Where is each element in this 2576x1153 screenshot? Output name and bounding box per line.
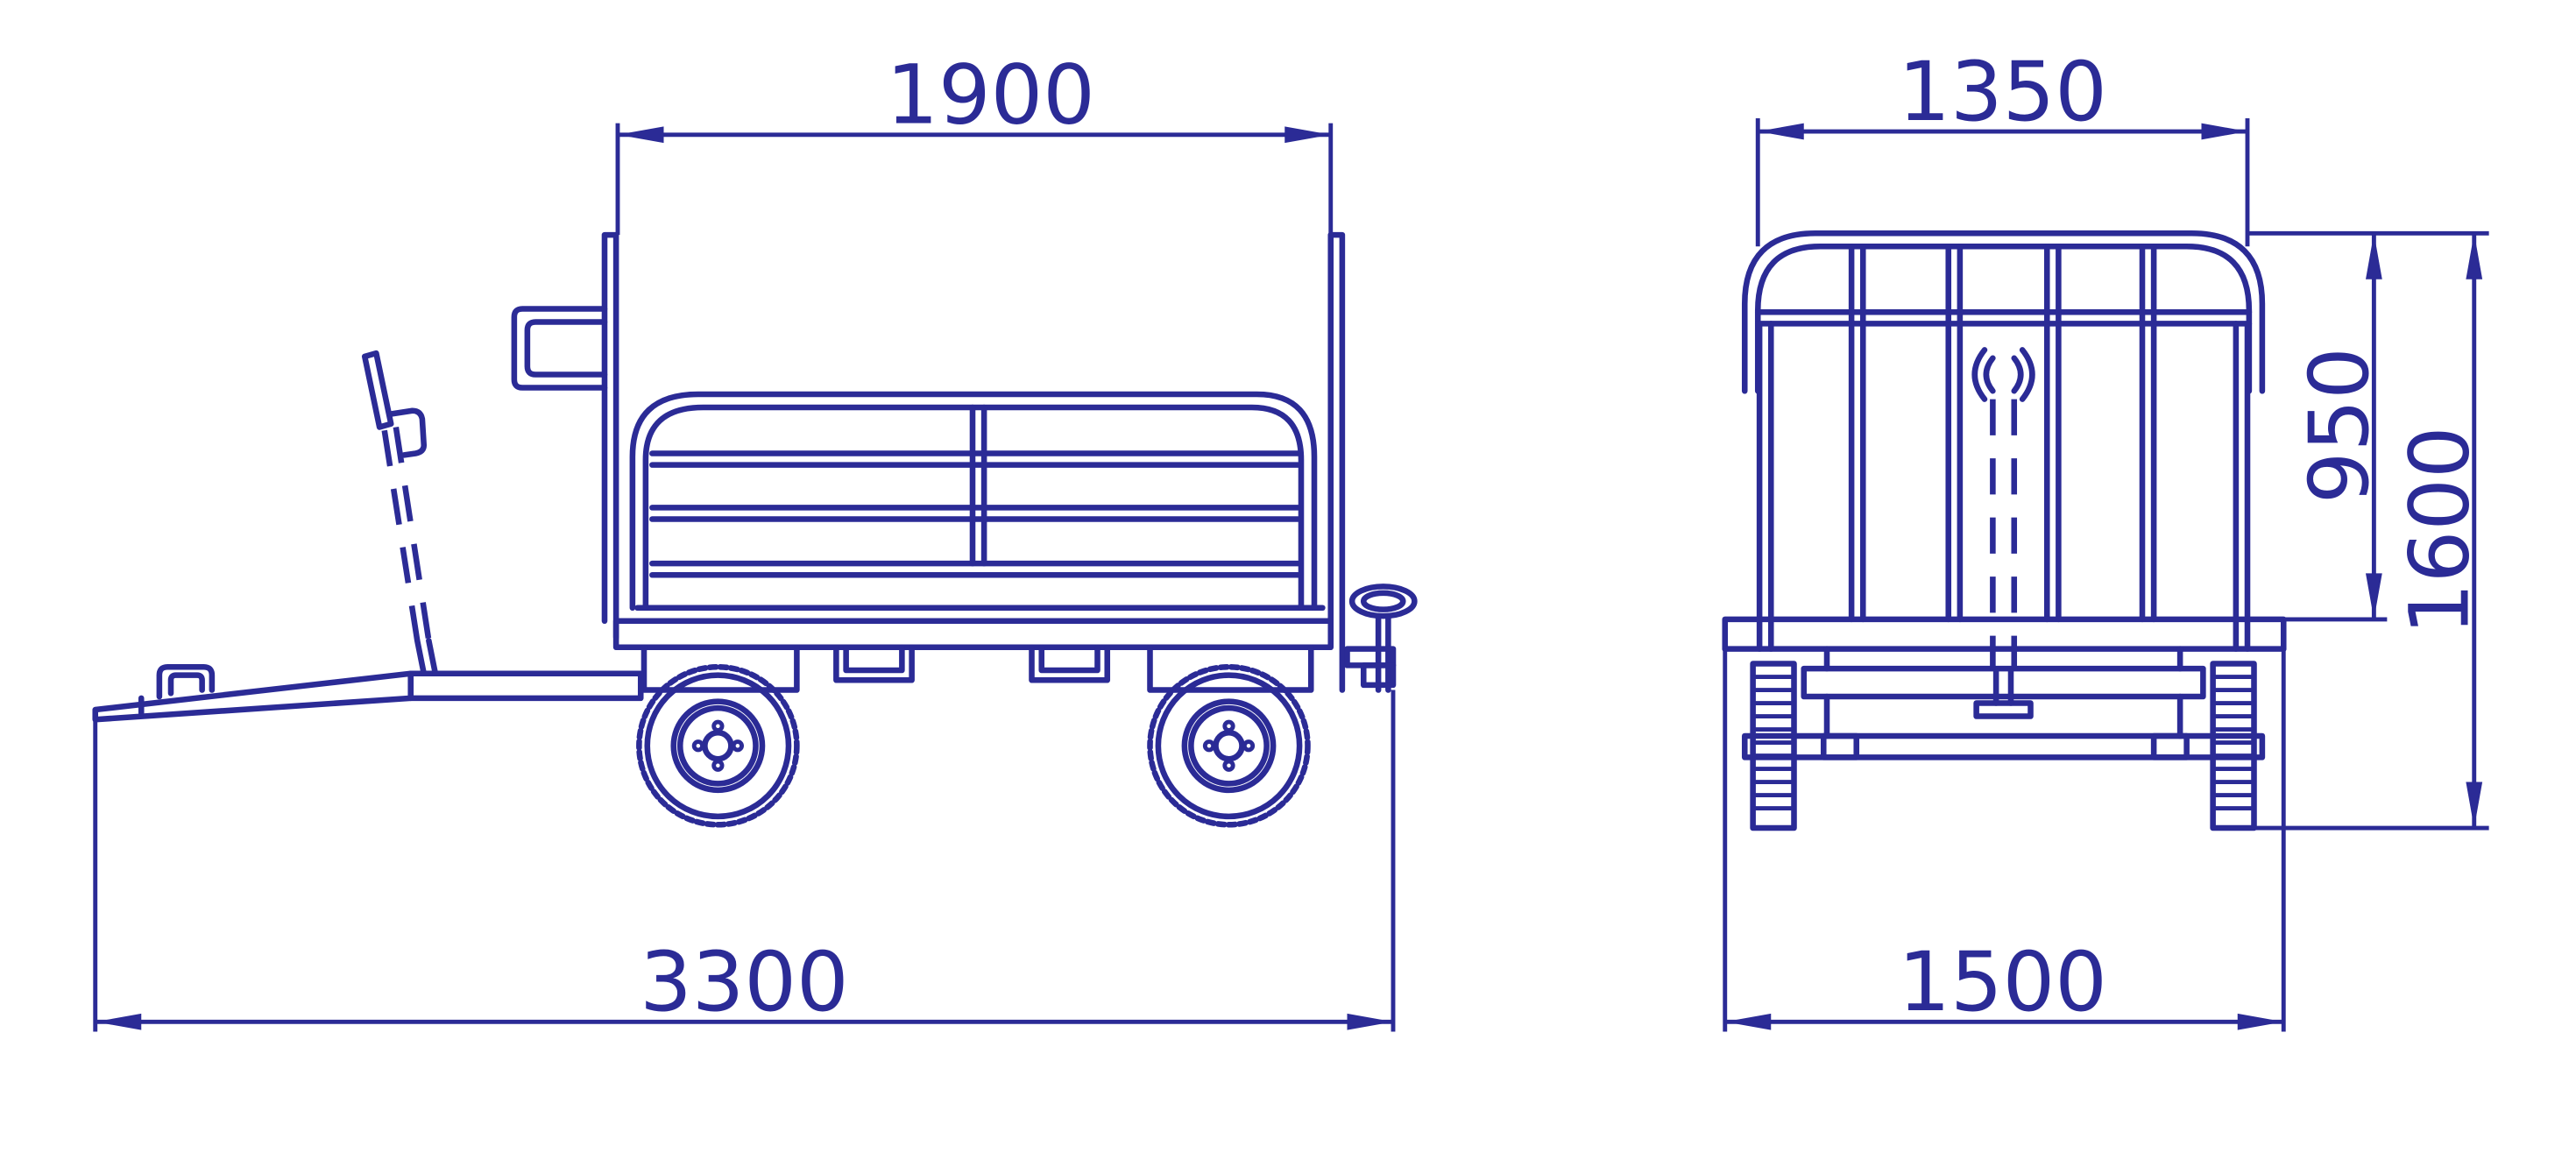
dim-label-1900: 1900 — [886, 48, 1095, 144]
front-drawbar — [1971, 347, 2035, 719]
dimension-950: 950 — [2248, 230, 2489, 622]
drawbar — [92, 663, 644, 723]
dim-label-3300: 3300 — [640, 935, 849, 1030]
dim-label-1350: 1350 — [1898, 45, 2107, 140]
dimension-3300: 3300 — [93, 690, 1396, 1032]
dimension-1900: 1900 — [615, 48, 1334, 236]
front-right-tyre — [2210, 661, 2257, 831]
dim-label-1500: 1500 — [1898, 935, 2107, 1030]
side-view: 1900 3300 — [92, 48, 1418, 1032]
dimension-1500: 1500 — [1723, 648, 2286, 1032]
front-rail-frame — [1741, 230, 2266, 652]
dim-label-1600: 1600 — [2392, 426, 2488, 635]
rear-coupling — [1344, 584, 1418, 693]
tow-handle — [361, 350, 439, 677]
cargo-box — [601, 231, 1346, 693]
side-handle — [511, 306, 608, 391]
front-chassis — [1722, 616, 2287, 760]
side-rail — [629, 391, 1318, 612]
dim-label-950: 950 — [2292, 347, 2388, 504]
front-left-tyre — [1750, 661, 1797, 831]
dimension-1350: 1350 — [1755, 45, 2250, 247]
front-view: 1350 1500 950 1600 — [1722, 45, 2489, 1032]
front-wheel — [636, 663, 800, 828]
dimension-1600: 1600 — [2254, 233, 2489, 831]
rear-wheel — [1147, 663, 1311, 828]
under-frame — [640, 644, 1314, 693]
